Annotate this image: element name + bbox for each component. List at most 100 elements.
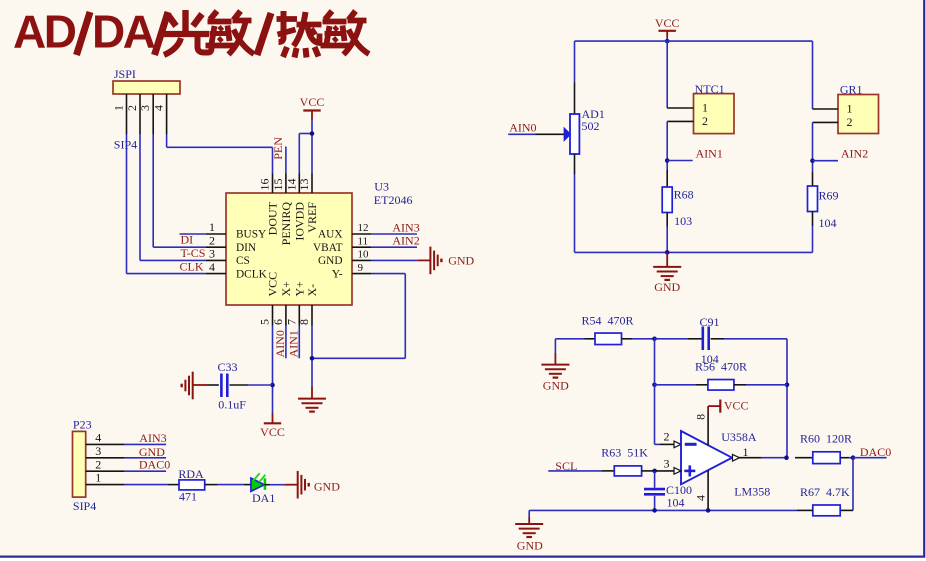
svg-text:104: 104 xyxy=(701,352,719,366)
svg-text:10: 10 xyxy=(358,249,370,261)
svg-text:1: 1 xyxy=(847,102,853,116)
svg-text:C33: C33 xyxy=(218,360,238,374)
svg-text:AIN0: AIN0 xyxy=(273,330,287,357)
svg-text:7: 7 xyxy=(284,319,298,325)
svg-text:GND: GND xyxy=(517,539,543,553)
svg-text:1: 1 xyxy=(209,220,215,234)
svg-text:P23: P23 xyxy=(73,417,92,431)
svg-text:GND: GND xyxy=(448,253,474,267)
svg-text:R67 4.7K: R67 4.7K xyxy=(800,485,850,499)
svg-text:VCC: VCC xyxy=(300,95,325,109)
svg-text:VCC: VCC xyxy=(260,425,285,439)
svg-text:Y-: Y- xyxy=(332,268,343,280)
svg-text:VBAT: VBAT xyxy=(313,242,343,254)
svg-text:3: 3 xyxy=(138,105,152,111)
svg-text:471: 471 xyxy=(179,489,197,503)
svg-text:AIN2: AIN2 xyxy=(392,234,419,248)
svg-text:R69: R69 xyxy=(819,188,839,202)
svg-text:RDA: RDA xyxy=(178,467,204,481)
svg-text:R63 51K: R63 51K xyxy=(601,445,648,459)
svg-text:4: 4 xyxy=(152,105,166,111)
svg-text:2: 2 xyxy=(847,115,853,129)
svg-text:GND: GND xyxy=(314,480,340,494)
svg-text:Y+: Y+ xyxy=(293,281,307,297)
svg-text:C100: C100 xyxy=(666,483,692,497)
svg-text:SCL: SCL xyxy=(555,459,577,473)
svg-text:AD1: AD1 xyxy=(582,107,605,121)
svg-text:R68: R68 xyxy=(674,188,694,202)
svg-text:3: 3 xyxy=(664,457,670,471)
svg-text:AD: AD xyxy=(13,6,77,58)
svg-text:VREF: VREF xyxy=(305,202,319,233)
svg-text:ET2046: ET2046 xyxy=(374,193,413,207)
svg-text:LM358: LM358 xyxy=(734,485,770,499)
svg-text:4: 4 xyxy=(209,260,215,274)
svg-text:CLK: CLK xyxy=(180,260,204,274)
svg-text:DAC0: DAC0 xyxy=(139,458,170,472)
svg-text:2: 2 xyxy=(125,105,139,111)
svg-text:6: 6 xyxy=(271,319,285,325)
svg-text:BUSY: BUSY xyxy=(236,229,266,241)
svg-text:JSPI: JSPI xyxy=(114,67,136,81)
svg-text:SIP4: SIP4 xyxy=(114,138,137,152)
svg-text:NTC1: NTC1 xyxy=(695,82,725,96)
svg-text:AIN3: AIN3 xyxy=(392,220,419,234)
svg-text:8: 8 xyxy=(297,319,311,325)
svg-text:CS: CS xyxy=(236,255,250,267)
svg-text:GND: GND xyxy=(139,445,165,459)
svg-text:PENIRQ: PENIRQ xyxy=(279,202,293,246)
svg-text:SIP4: SIP4 xyxy=(73,499,96,513)
svg-text:1: 1 xyxy=(702,101,708,115)
svg-text:4: 4 xyxy=(693,495,707,501)
svg-text:AIN1: AIN1 xyxy=(696,146,723,160)
svg-text:3: 3 xyxy=(95,444,101,458)
svg-text:2: 2 xyxy=(95,457,101,471)
svg-text:AIN1: AIN1 xyxy=(286,330,300,357)
svg-text:DOUT: DOUT xyxy=(266,201,280,235)
svg-text:AIN3: AIN3 xyxy=(139,431,166,445)
svg-text:2: 2 xyxy=(209,233,215,247)
svg-text:X-: X- xyxy=(305,284,319,297)
svg-text:8: 8 xyxy=(693,414,707,420)
svg-text:GND: GND xyxy=(318,255,342,267)
svg-text:AIN0: AIN0 xyxy=(509,120,536,134)
svg-text:0.1uF: 0.1uF xyxy=(218,398,246,412)
svg-text:DAC0: DAC0 xyxy=(860,445,891,459)
svg-text:IOVDD: IOVDD xyxy=(293,202,307,241)
svg-text:AUX: AUX xyxy=(318,229,342,241)
svg-text:103: 103 xyxy=(674,214,692,228)
svg-text:T-CS: T-CS xyxy=(181,246,206,260)
svg-text:15: 15 xyxy=(271,179,285,191)
svg-text:DA1: DA1 xyxy=(252,491,275,505)
svg-text:VCC: VCC xyxy=(266,272,280,297)
svg-text:502: 502 xyxy=(582,119,600,133)
svg-text:2: 2 xyxy=(702,114,708,128)
svg-text:104: 104 xyxy=(667,495,685,509)
svg-text:2: 2 xyxy=(664,429,670,443)
svg-text:R60 120R: R60 120R xyxy=(800,432,852,446)
svg-text:C91: C91 xyxy=(700,315,720,329)
svg-text:13: 13 xyxy=(297,179,311,191)
svg-text:GND: GND xyxy=(543,378,569,392)
svg-text:4: 4 xyxy=(95,431,101,445)
svg-text:1: 1 xyxy=(95,471,101,485)
svg-text:11: 11 xyxy=(358,235,369,247)
svg-text:5: 5 xyxy=(258,319,272,325)
svg-text:DI: DI xyxy=(181,233,194,247)
svg-text:16: 16 xyxy=(258,179,272,191)
svg-text:AIN2: AIN2 xyxy=(841,146,868,160)
svg-text:DCLK: DCLK xyxy=(236,268,268,280)
svg-text:104: 104 xyxy=(819,216,837,230)
svg-text:X+: X+ xyxy=(279,281,293,297)
svg-text:12: 12 xyxy=(358,222,369,234)
svg-text:DA: DA xyxy=(92,6,156,58)
svg-text:R54 470R: R54 470R xyxy=(582,314,634,328)
svg-text:1: 1 xyxy=(743,445,749,459)
svg-text:VCC: VCC xyxy=(655,16,680,30)
svg-text:U3: U3 xyxy=(374,180,389,194)
svg-text:3: 3 xyxy=(209,247,215,261)
svg-text:GND: GND xyxy=(654,280,680,294)
svg-text:VCC: VCC xyxy=(724,399,749,413)
svg-text:U358A: U358A xyxy=(721,430,757,444)
svg-text:14: 14 xyxy=(284,179,298,191)
